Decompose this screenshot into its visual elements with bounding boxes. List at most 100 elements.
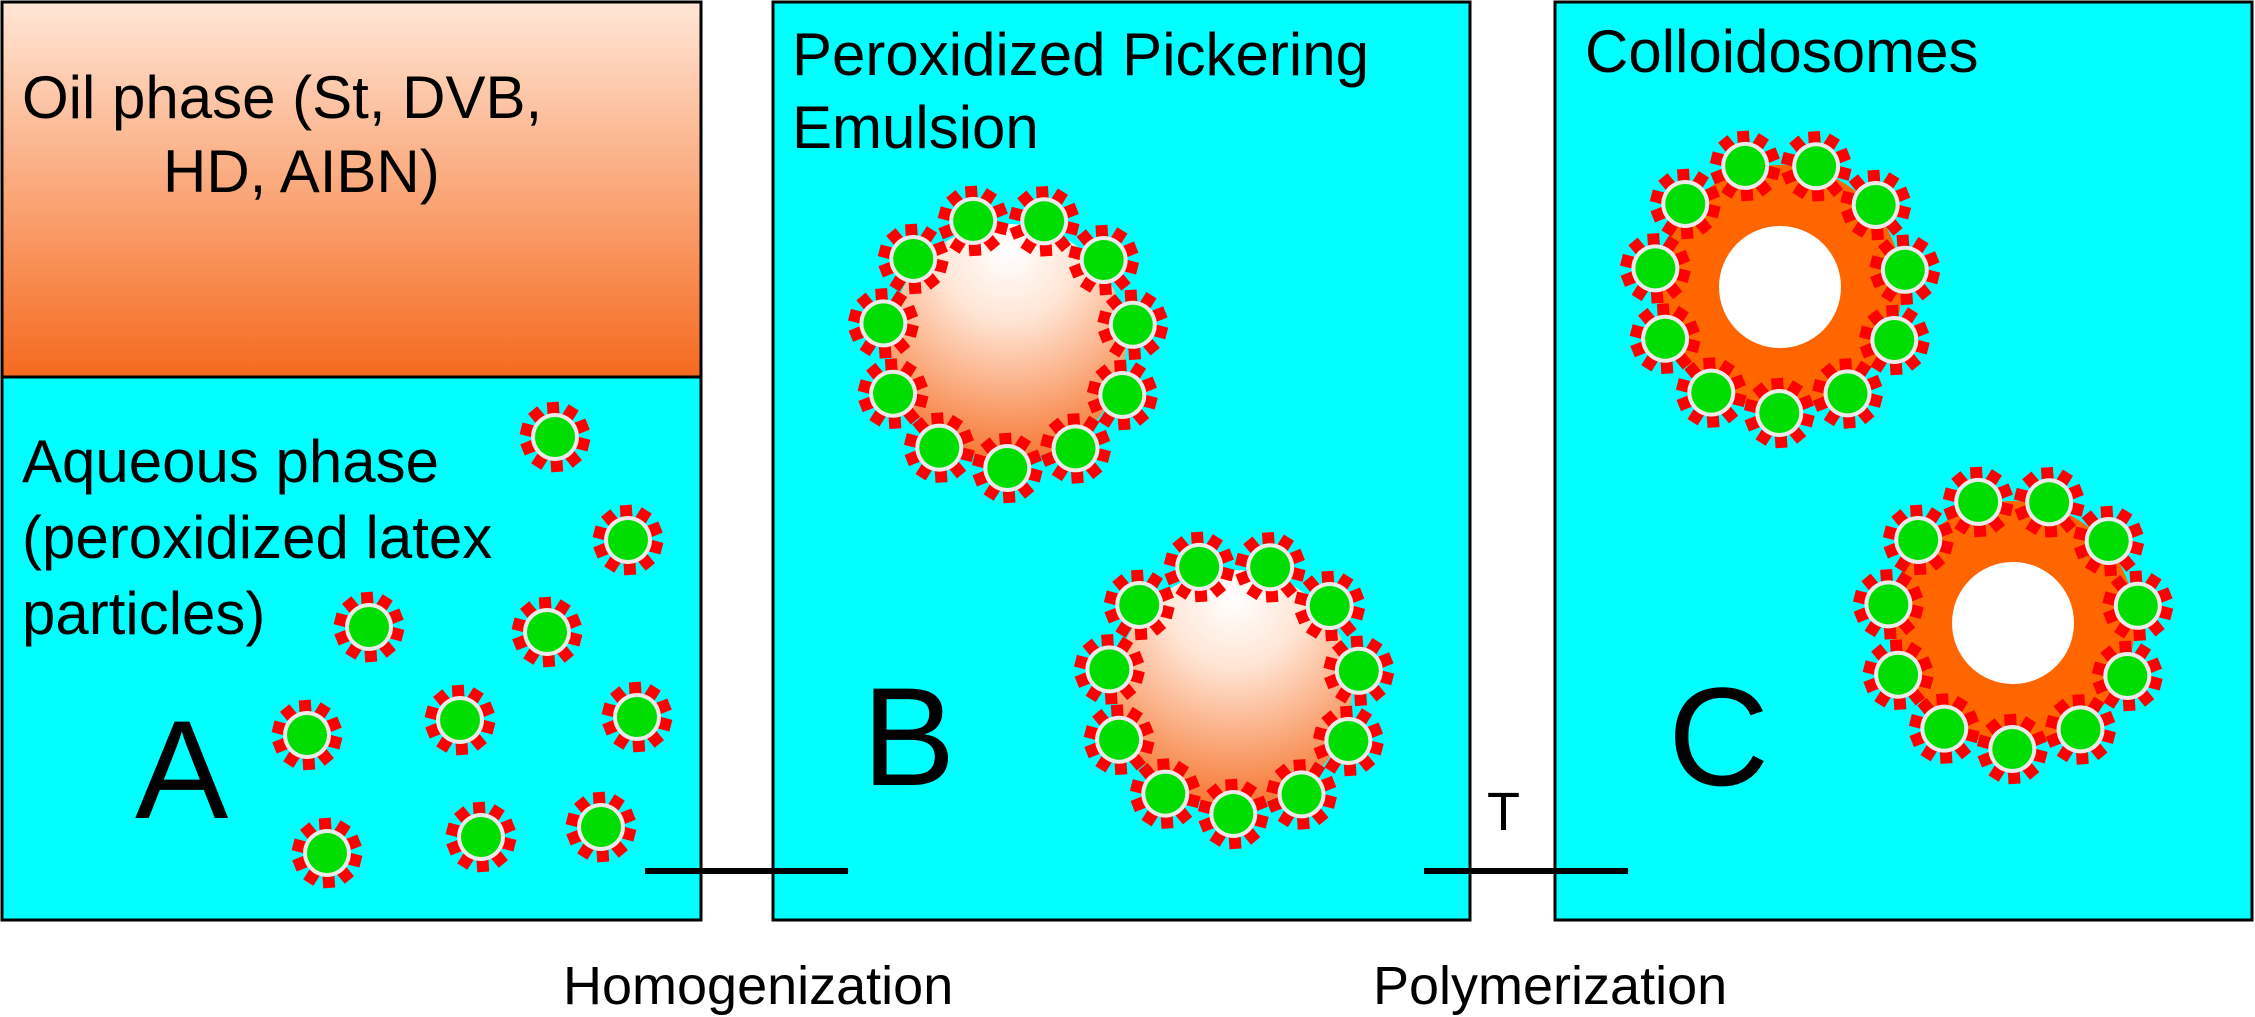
peroxide-group-marker: [2073, 526, 2088, 542]
peroxide-group-marker: [601, 702, 617, 718]
peroxide-group-marker: [333, 612, 349, 628]
peroxide-group-marker: [1219, 566, 1235, 582]
peroxide-group-marker: [1680, 226, 1694, 240]
latex-particle: [1312, 705, 1384, 777]
peroxide-group-marker: [1923, 251, 1940, 267]
peroxide-group-marker: [272, 737, 288, 754]
peroxide-group-marker: [1124, 259, 1140, 275]
peroxide-group-marker: [445, 822, 461, 838]
peroxide-group-marker: [512, 634, 528, 651]
peroxide-group-marker: [1325, 628, 1338, 642]
peroxide-group-marker: [1163, 552, 1179, 568]
peroxide-group-marker: [913, 393, 929, 409]
peroxide-group-marker: [657, 716, 673, 732]
particle-core: [1119, 584, 1160, 625]
peroxide-group-marker: [1261, 531, 1275, 545]
latex-particle: [1908, 693, 1980, 764]
peroxide-group-marker: [1939, 539, 1954, 555]
colloidosome: [1852, 466, 2174, 785]
peroxide-group-marker: [1312, 726, 1328, 742]
peroxide-group-marker: [1918, 674, 1934, 690]
peroxide-group-marker: [2133, 628, 2147, 642]
latex-particle: [519, 401, 591, 473]
peroxide-group-marker: [1117, 417, 1131, 431]
oil-phase-label-line2: HD, AIBN): [163, 138, 440, 205]
peroxide-group-marker: [968, 243, 982, 257]
particle-core: [1645, 318, 1686, 359]
peroxide-group-marker: [424, 705, 440, 721]
peroxide-group-marker: [972, 470, 989, 487]
peroxide-group-marker: [546, 401, 560, 415]
peroxide-group-marker: [1293, 759, 1307, 772]
peroxide-group-marker: [1943, 504, 1960, 521]
peroxide-group-marker: [1925, 269, 1941, 285]
particle-core: [2107, 655, 2148, 696]
panel-c-box: [1553, 0, 2254, 922]
peroxide-group-marker: [1937, 521, 1953, 538]
peroxide-group-marker: [632, 739, 646, 753]
peroxide-group-marker: [1101, 634, 1114, 647]
peroxide-group-marker: [1190, 531, 1204, 545]
latex-particle: [445, 801, 517, 873]
peroxide-group-marker: [1942, 487, 1958, 503]
latex-particle: [592, 504, 664, 576]
peroxide-group-marker: [476, 859, 490, 873]
peroxide-group-marker: [2013, 487, 2029, 503]
temperature-symbol: T: [1487, 782, 1520, 842]
peroxide-group-marker: [2158, 605, 2174, 621]
particle-core: [2029, 482, 2070, 523]
peroxide-group-marker: [511, 617, 527, 633]
peroxide-group-marker: [334, 629, 350, 646]
peroxide-group-marker: [2073, 543, 2090, 560]
peroxide-group-marker: [888, 416, 902, 430]
peroxide-group-marker: [1650, 290, 1664, 304]
peroxide-group-marker: [1114, 359, 1127, 373]
peroxide-group-marker: [875, 288, 888, 301]
peroxide-group-marker: [565, 812, 581, 828]
latex-particle: [565, 791, 637, 863]
particle-core: [349, 607, 389, 647]
latex-particle: [1083, 704, 1155, 776]
peroxide-group-marker: [1800, 412, 1815, 428]
peroxide-group-marker: [271, 720, 287, 736]
peroxide-group-marker: [932, 240, 948, 257]
latex-particle: [971, 432, 1043, 504]
latex-particle: [1103, 569, 1175, 641]
peroxide-group-marker: [1781, 169, 1798, 185]
panel-a-letter: A: [135, 691, 229, 848]
peroxide-group-marker: [1889, 362, 1903, 376]
peroxide-group-marker: [904, 450, 921, 467]
peroxide-group-marker: [519, 422, 535, 438]
peroxide-group-marker: [628, 681, 642, 695]
peroxide-group-marker: [1234, 552, 1250, 568]
peroxide-group-marker: [1858, 325, 1874, 341]
peroxide-group-marker: [884, 358, 898, 372]
panel-c-title: Colloidosomes: [1585, 18, 1979, 85]
peroxide-group-marker: [1969, 466, 1983, 480]
hollow-core: [1719, 226, 1841, 348]
peroxide-group-marker: [1129, 779, 1145, 794]
latex-particle: [511, 596, 583, 668]
peroxide-group-marker: [1620, 271, 1637, 287]
peroxide-group-marker: [1350, 605, 1366, 621]
peroxide-group-marker: [1002, 490, 1016, 504]
particle-core: [1338, 650, 1379, 691]
peroxide-group-marker: [1087, 397, 1104, 414]
peroxide-group-marker: [2014, 505, 2031, 521]
peroxide-group-marker: [360, 591, 374, 605]
peroxide-group-marker: [1290, 567, 1306, 582]
peroxide-group-marker: [500, 818, 516, 835]
particle-core: [527, 612, 567, 652]
peroxide-group-marker: [1040, 433, 1055, 449]
peroxide-group-marker: [1266, 797, 1283, 813]
latex-particle: [1129, 758, 1201, 829]
peroxide-group-marker: [1629, 324, 1645, 339]
latex-particle: [333, 591, 405, 663]
peroxide-group-marker: [1313, 743, 1330, 760]
hollow-core: [1952, 562, 2074, 684]
peroxide-group-marker: [592, 791, 606, 805]
latex-particle: [1234, 531, 1306, 603]
peroxide-group-marker: [2092, 678, 2109, 695]
peroxide-group-marker: [566, 829, 582, 846]
peroxide-group-marker: [1843, 415, 1856, 429]
